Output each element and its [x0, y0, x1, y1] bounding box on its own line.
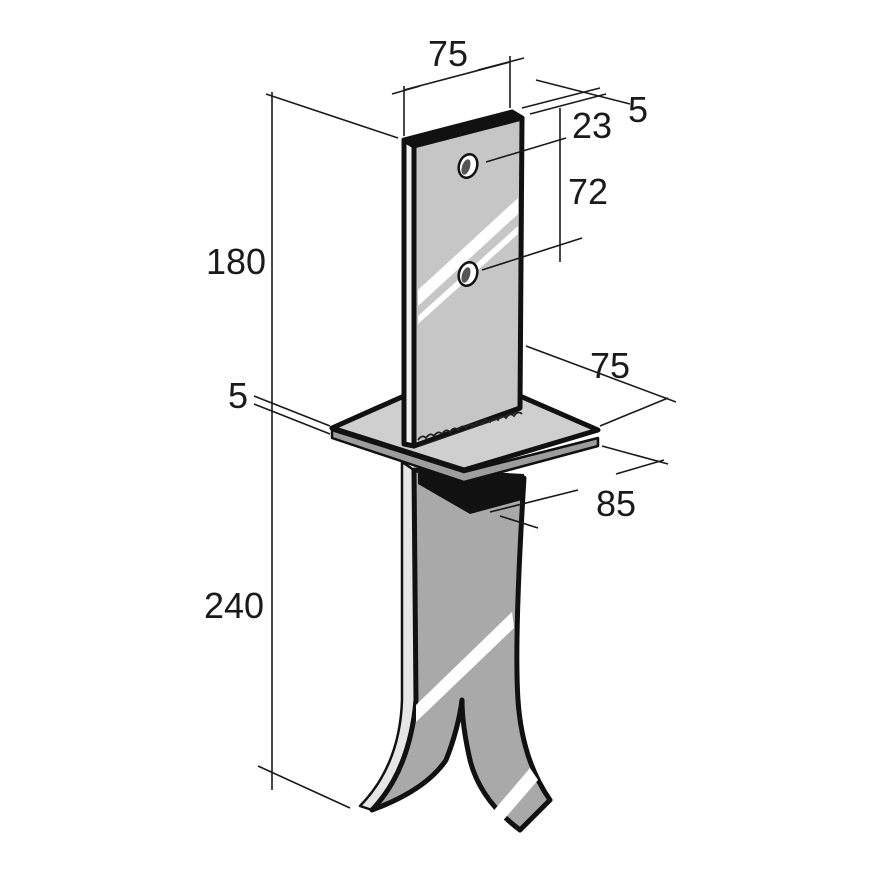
spike-blade: [358, 460, 553, 833]
base-plate: [329, 393, 601, 484]
spike-highlight-2: [490, 768, 538, 824]
dim-hole-offset-top: 23: [572, 105, 612, 146]
bolt-hole-lower-inner: [461, 267, 471, 283]
dim-plate-thickness: 5: [628, 89, 648, 130]
upright-highlight-1: [418, 198, 518, 306]
upright-plate: [401, 109, 525, 449]
base-underside-shadow: [418, 468, 524, 514]
spike-highlight-1: [416, 612, 514, 722]
spike-face: [369, 467, 553, 833]
dim-base-depth: 85: [596, 483, 636, 524]
dim-spike-length: 240: [204, 585, 264, 626]
weld-seam: [417, 411, 523, 447]
dim-base-thickness: 5: [228, 375, 248, 416]
dim-upper-height: 180: [206, 241, 266, 282]
base-plate-top-face: [329, 393, 601, 473]
dim-base-width: 75: [590, 345, 630, 386]
dim-plate-width: 75: [428, 33, 468, 74]
bolt-hole-upper-inner: [461, 159, 471, 175]
dim-hole-spacing: 72: [568, 171, 608, 212]
dimension-lines: [253, 56, 677, 809]
